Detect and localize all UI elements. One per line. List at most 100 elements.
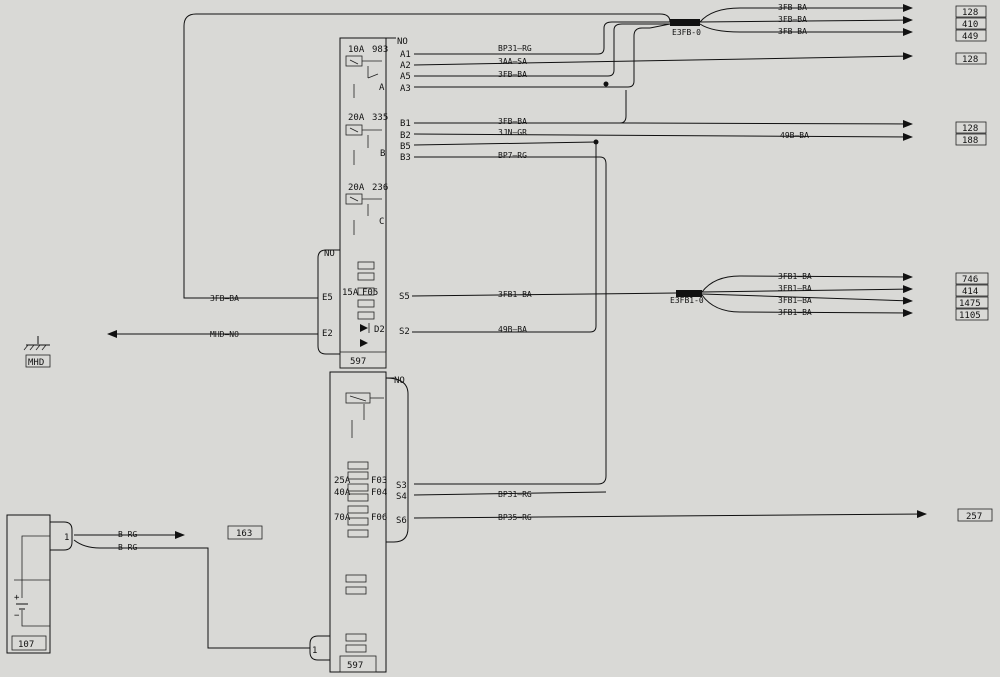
svg-text:B5: B5 [400, 142, 411, 152]
svg-text:E5: E5 [322, 293, 333, 303]
svg-text:335: 335 [372, 113, 388, 123]
svg-text:F05: F05 [362, 288, 378, 298]
svg-text:49B—BA: 49B—BA [780, 131, 809, 140]
svg-text:3FB—BA: 3FB—BA [778, 15, 807, 24]
svg-text:BP31—RG: BP31—RG [498, 44, 532, 53]
svg-text:3FB—BA: 3FB—BA [498, 70, 527, 79]
svg-text:983: 983 [372, 45, 388, 55]
svg-text:S5: S5 [399, 292, 410, 302]
wires: BP31—RG 3AA—SA 3FB—BA E3FB-0 3FB—BA 3FB—… [73, 3, 927, 649]
svg-text:MHD—NO: MHD—NO [210, 330, 239, 339]
svg-text:414: 414 [962, 287, 978, 297]
svg-text:10A: 10A [348, 45, 365, 55]
svg-text:3JN—GR: 3JN—GR [498, 128, 527, 137]
upper-pins: A1 A2 A5 A3 B1 B2 B5 B3 S5 S2 E5 E2 [322, 50, 411, 339]
relay-c: 20A 236 C [345, 183, 388, 235]
diode-d2: D2 [360, 323, 385, 347]
fuse-stack-upper: 15A F05 [342, 261, 378, 320]
svg-text:B1: B1 [400, 119, 411, 129]
relay-a: 10A 983 A [345, 45, 388, 98]
svg-text:20A: 20A [348, 113, 365, 123]
svg-text:F06: F06 [371, 513, 387, 523]
svg-text:70A: 70A [334, 513, 351, 523]
no-label-lower: NO [394, 376, 405, 386]
svg-text:A2: A2 [400, 61, 411, 71]
svg-text:3FB—BA: 3FB—BA [498, 117, 527, 126]
svg-text:−: − [14, 611, 20, 621]
no-label-mid: NO [324, 249, 335, 259]
svg-text:D2: D2 [374, 325, 385, 335]
svg-text:3FB1—BA: 3FB1—BA [778, 272, 812, 281]
svg-text:A: A [379, 83, 385, 93]
svg-text:40A: 40A [334, 488, 351, 498]
svg-text:1475: 1475 [959, 299, 981, 309]
svg-text:+: + [14, 593, 20, 603]
module-597-lower: NO 25A F03 40A F04 70A F06 [309, 371, 409, 673]
svg-text:E3FB1-0: E3FB1-0 [670, 296, 704, 305]
svg-text:S3: S3 [396, 481, 407, 491]
svg-text:25A: 25A [334, 476, 351, 486]
svg-text:A1: A1 [400, 50, 411, 60]
svg-text:3FB1—BA: 3FB1—BA [498, 290, 532, 299]
svg-text:128: 128 [962, 124, 978, 134]
splice-top [670, 19, 700, 26]
svg-text:E2: E2 [322, 329, 333, 339]
svg-text:449: 449 [962, 32, 978, 42]
module-lower-id: 597 [347, 661, 363, 671]
svg-text:BP35—RG: BP35—RG [498, 513, 532, 522]
fuse-stack-lower: 25A F03 40A F04 70A F06 [334, 461, 387, 653]
svg-text:S6: S6 [396, 516, 407, 526]
no-label-upper: NO [397, 37, 408, 47]
svg-text:F03: F03 [371, 476, 387, 486]
svg-text:BP7—RG: BP7—RG [498, 151, 527, 160]
splice-mid [676, 290, 702, 297]
svg-text:3FB1—BA: 3FB1—BA [778, 308, 812, 317]
relay-b: 20A 335 B [345, 113, 388, 165]
lower-pins: S3 S4 S6 [396, 481, 407, 526]
svg-text:1105: 1105 [959, 311, 981, 321]
svg-text:3FB—BA: 3FB—BA [778, 3, 807, 12]
svg-text:3FB1—BA: 3FB1—BA [778, 284, 812, 293]
destinations: 128 410 449 128 128 188 746 414 1475 110… [227, 5, 993, 540]
dest-128 [955, 5, 987, 18]
svg-text:1: 1 [312, 646, 317, 656]
module-597-upper: NO 10A 983 A 20A 335 B 20A 236 [317, 37, 408, 369]
svg-text:3FB—BA: 3FB—BA [210, 294, 239, 303]
svg-text:746: 746 [962, 275, 978, 285]
svg-text:B2: B2 [400, 131, 411, 141]
svg-text:3AA—SA: 3AA—SA [498, 57, 527, 66]
svg-text:257: 257 [966, 512, 982, 522]
ground-symbol: MHD [23, 336, 51, 368]
svg-text:B: B [380, 149, 385, 159]
dest-163 [227, 525, 263, 540]
svg-text:49B—BA: 49B—BA [498, 325, 527, 334]
svg-text:188: 188 [962, 136, 978, 146]
svg-text:F04: F04 [371, 488, 387, 498]
svg-text:3FB1—BA: 3FB1—BA [778, 296, 812, 305]
svg-text:B—RG: B—RG [118, 530, 137, 539]
svg-text:128: 128 [962, 8, 978, 18]
svg-text:S4: S4 [396, 492, 407, 502]
battery-107: 1 + − 107 [6, 514, 73, 654]
svg-text:A3: A3 [400, 84, 411, 94]
svg-text:S2: S2 [399, 327, 410, 337]
svg-text:410: 410 [962, 20, 978, 30]
svg-text:B3: B3 [400, 153, 411, 163]
svg-text:128: 128 [962, 55, 978, 65]
svg-text:1: 1 [64, 533, 69, 543]
ground-label: MHD [28, 358, 44, 368]
svg-text:BP31—RG: BP31—RG [498, 490, 532, 499]
svg-text:3FB—BA: 3FB—BA [778, 27, 807, 36]
svg-text:163: 163 [236, 529, 252, 539]
module-upper-id: 597 [350, 357, 366, 367]
svg-text:E3FB-0: E3FB-0 [672, 28, 701, 37]
svg-text:C: C [379, 217, 384, 227]
relay-lower [345, 392, 384, 438]
battery-id: 107 [18, 640, 34, 650]
svg-text:236: 236 [372, 183, 388, 193]
svg-text:20A: 20A [348, 183, 365, 193]
svg-text:B—RG: B—RG [118, 543, 137, 552]
svg-text:A5: A5 [400, 72, 411, 82]
svg-text:15A: 15A [342, 288, 359, 298]
